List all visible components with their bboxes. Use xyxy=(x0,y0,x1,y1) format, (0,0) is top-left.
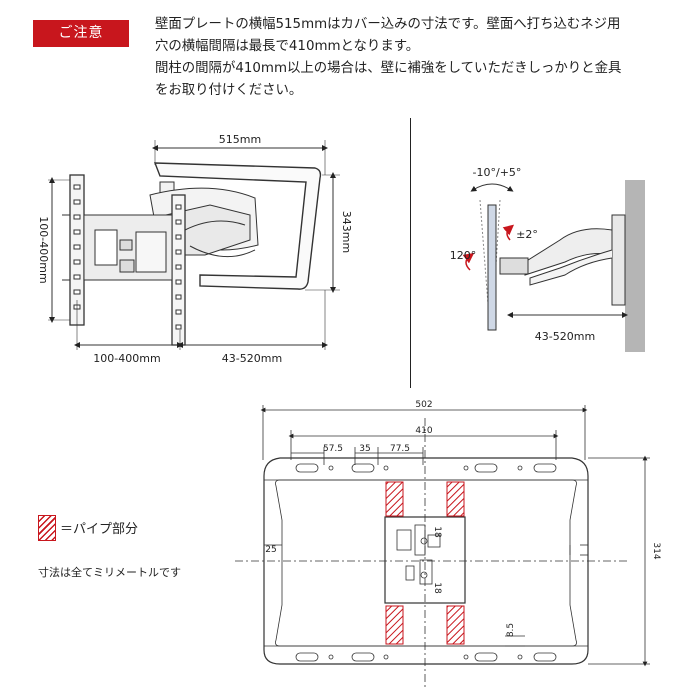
notice-text: 壁面プレートの横幅515mmはカバー込みの寸法です。壁面へ打ち込むネジ用 穴の横… xyxy=(155,14,690,102)
notice-line-4: をお取り付けください。 xyxy=(155,83,303,98)
plate-slot-offset: 8.5 xyxy=(506,623,516,637)
side-tilt-label: -10°/+5° xyxy=(473,166,522,179)
plate-spacing-1: 57.5 xyxy=(323,444,343,454)
notice-line-1: 壁面プレートの横幅515mmはカバー込みの寸法です。壁面へ打ち込むネジ用 xyxy=(155,17,621,32)
pipe-legend-swatch xyxy=(38,515,56,541)
plate-side-offset: 25 xyxy=(265,545,276,555)
front-vesa-width-label: 100-400mm xyxy=(93,352,160,365)
plate-spacing-3: 77.5 xyxy=(390,444,410,454)
swivel-arrow xyxy=(462,252,475,271)
front-view-drawing xyxy=(48,140,340,350)
plate-center-1: 18 xyxy=(432,526,442,538)
section-divider xyxy=(410,118,411,388)
notice-line-2: 穴の横幅間隔は最長で410mmとなります。 xyxy=(155,39,420,54)
plate-spacing-2: 35 xyxy=(359,444,370,454)
plate-center-2: 18 xyxy=(432,582,442,594)
front-extension-label: 43-520mm xyxy=(222,352,282,365)
plate-overall-height: 314 xyxy=(651,542,661,559)
plate-hole-span: 410 xyxy=(415,426,432,436)
front-vesa-height-label: 100-400mm xyxy=(37,216,50,283)
side-swivel-label: 120° xyxy=(450,249,477,262)
side-level-label: ±2° xyxy=(516,228,538,241)
level-arrow xyxy=(502,224,515,241)
pipe-areas xyxy=(385,481,465,645)
front-width-label: 515mm xyxy=(219,133,261,146)
side-view-drawing xyxy=(470,180,645,352)
notice-badge: ご注意 xyxy=(33,20,129,47)
units-note: 寸法は全てミリメートルです xyxy=(38,566,181,579)
pipe-legend-label: ＝パイプ部分 xyxy=(60,522,139,537)
front-height-label: 343mm xyxy=(340,211,353,253)
plate-drawing xyxy=(235,405,650,690)
side-extension-label: 43-520mm xyxy=(535,330,595,343)
plate-overall-width: 502 xyxy=(415,400,432,410)
notice-line-3: 間柱の間隔が410mm以上の場合は、壁に補強をしていただきしっかりと金具 xyxy=(155,61,622,76)
